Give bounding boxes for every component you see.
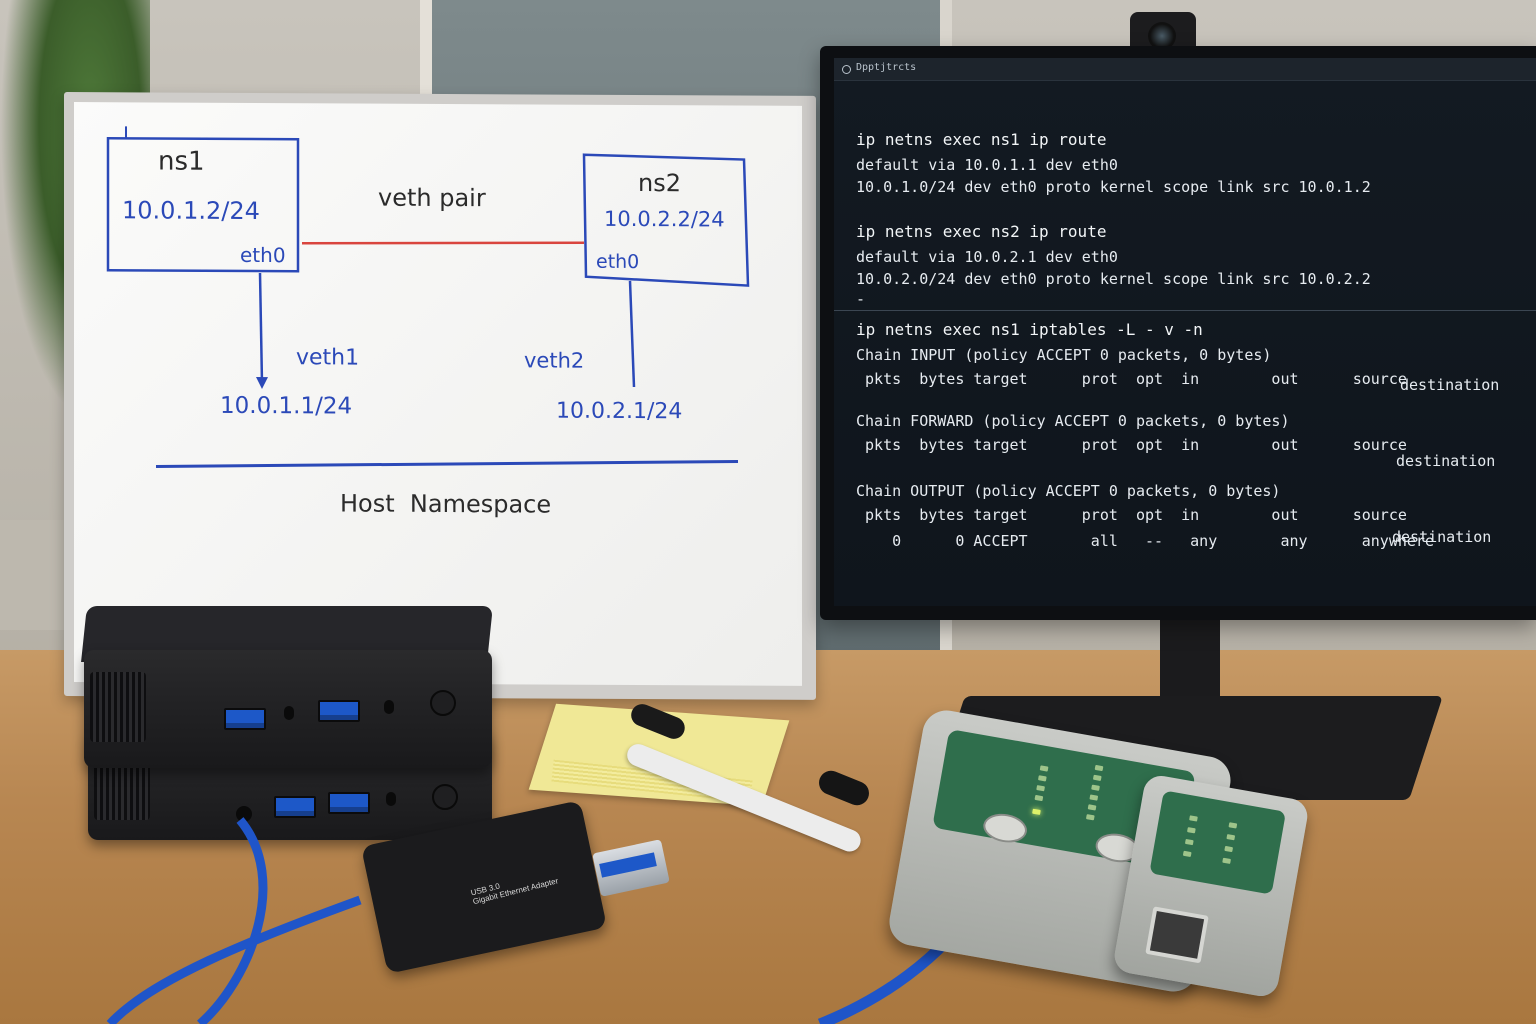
- ns2-ip: 10.0.2.2/24: [604, 206, 725, 232]
- terminal-line: 0 0 ACCEPT all -- any any anywhere: [856, 532, 1434, 550]
- terminal-line: pkts bytes target prot opt in out source: [856, 436, 1407, 454]
- ns2-box: [582, 153, 750, 287]
- tester-led: [1037, 775, 1047, 782]
- ns1-box: [106, 136, 300, 273]
- cable-tester-remote-unit: [1111, 773, 1311, 999]
- tester-led: [1085, 814, 1095, 821]
- terminal-line: ip netns exec ns1 iptables -L - v -n: [856, 320, 1203, 339]
- ns1-iface: eth0: [240, 242, 286, 268]
- tester-led: [1034, 794, 1044, 802]
- veth1-line: [258, 273, 264, 384]
- whiteboard-drawing: [106, 126, 750, 468]
- ns2-iface: eth0: [596, 250, 640, 274]
- veth-pair-line: [301, 241, 585, 245]
- remote-led: [1228, 822, 1238, 829]
- tester-led: [1036, 785, 1045, 792]
- veth1-arrowhead: [256, 377, 268, 390]
- veth2-line: [628, 280, 636, 388]
- terminal-icon: [842, 65, 851, 74]
- veth1-ip: 10.0.1.1/24: [220, 392, 353, 420]
- terminal-line: 10.0.2.0/24 dev eth0 proto kernel scope …: [856, 270, 1371, 288]
- terminal-line: destination: [1392, 528, 1492, 546]
- usb-port: [318, 700, 360, 722]
- terminal-titlebar[interactable]: Dpptjtrcts: [834, 58, 1536, 81]
- audio-jack: [386, 792, 396, 806]
- remote-led: [1184, 838, 1194, 846]
- terminal-line: ip netns exec ns2 ip route: [856, 222, 1107, 241]
- terminal-title: Dpptjtrcts: [856, 62, 917, 73]
- monitor-stand-neck: [1160, 618, 1220, 708]
- veth1-label: veth1: [296, 345, 360, 371]
- whiteboard: ns1 10.0.1.2/24 eth0 ns2 10.0.2.2/24 eth…: [64, 92, 816, 700]
- power-button-icon: [430, 690, 456, 716]
- terminal-window[interactable]: Dpptjtrcts ip netns exec ns1 ip route de…: [834, 58, 1536, 606]
- tester-led: [1091, 784, 1100, 791]
- ns1-ip: 10.0.1.2/24: [122, 196, 260, 226]
- host-namespace-label: Host Namespace: [340, 489, 552, 519]
- tester-led: [1039, 765, 1049, 772]
- power-button-icon: [432, 784, 458, 810]
- tester-led-active: [1032, 808, 1041, 815]
- tester-led: [1094, 764, 1104, 772]
- ethernet-port: [236, 806, 252, 822]
- tester-led: [1092, 774, 1102, 782]
- terminal-line: destination: [1400, 376, 1500, 394]
- remote-led: [1189, 815, 1198, 822]
- terminal-line: default via 10.0.2.1 dev eth0: [856, 248, 1118, 266]
- terminal-line: destination: [1396, 452, 1496, 470]
- usb-port: [274, 796, 316, 818]
- mini-pc-top: [84, 650, 492, 768]
- terminal-line: Chain INPUT (policy ACCEPT 0 packets, 0 …: [856, 346, 1272, 364]
- terminal-line: Chain OUTPUT (policy ACCEPT 0 packets, 0…: [856, 482, 1281, 500]
- remote-led: [1226, 834, 1236, 841]
- terminal-line: pkts bytes target prot opt in out source: [856, 506, 1407, 524]
- rj45-port: [1145, 906, 1209, 964]
- remote-led-panel: [1149, 790, 1287, 895]
- terminal-line: pkts bytes target prot opt in out source: [856, 370, 1407, 388]
- terminal-line: default via 10.0.1.1 dev eth0: [856, 156, 1118, 174]
- veth2-label: veth2: [524, 348, 585, 373]
- remote-led: [1222, 857, 1231, 864]
- monitor: Dpptjtrcts ip netns exec ns1 ip route de…: [820, 46, 1536, 620]
- ns2-label: ns2: [638, 169, 681, 198]
- veth2-ip: 10.0.2.1/24: [556, 398, 683, 425]
- adapter-label: USB 3.0 Gigabit Ethernet Adapter: [470, 865, 571, 906]
- veth-pair-label: veth pair: [378, 183, 486, 213]
- vent-grille: [90, 672, 146, 742]
- usb-port: [224, 708, 266, 730]
- terminal-divider: [834, 310, 1536, 311]
- card-slot: [284, 706, 294, 720]
- host-namespace-line: [155, 460, 739, 468]
- terminal-line: Chain FORWARD (policy ACCEPT 0 packets, …: [856, 412, 1290, 430]
- tester-button[interactable]: [981, 810, 1030, 846]
- terminal-line: -: [856, 290, 866, 308]
- remote-led: [1182, 850, 1192, 858]
- terminal-line: 10.0.1.0/24 dev eth0 proto kernel scope …: [856, 178, 1371, 196]
- terminal-line: ip netns exec ns1 ip route: [856, 130, 1107, 149]
- audio-jack: [384, 700, 394, 714]
- ns1-label: ns1: [158, 146, 205, 177]
- remote-led: [1224, 845, 1234, 853]
- webcam-lens: [1148, 22, 1176, 50]
- usb-port: [328, 792, 370, 814]
- remote-led: [1187, 827, 1196, 834]
- tester-led: [1087, 804, 1097, 811]
- tester-led: [1089, 794, 1099, 801]
